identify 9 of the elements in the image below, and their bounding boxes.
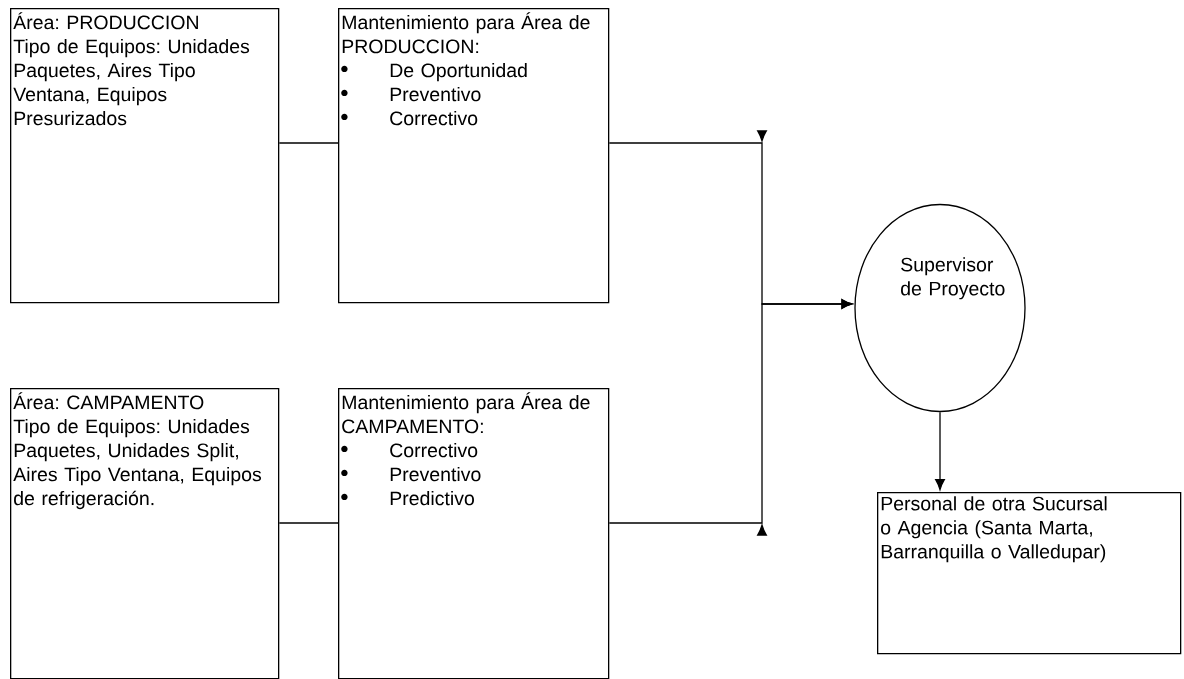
- maintenance-box: Mantenimiento para Área de CAMPAMENTO: Correctivo Preventivo Predictivo: [338, 388, 610, 679]
- area-box: Área: CAMPAMENTO Tipo de Equipos: Unidades Paquetes, Unidades Split, Aires Tipo Ventana, Equipos de refrigeración.: [10, 388, 280, 679]
- arrow: [608, 299, 853, 536]
- connector-line: [278, 142, 339, 144]
- personnel-box: Personal de otra Sucursal o Agencia (Santa Marta, Barranquilla o Valledupar): [877, 492, 1182, 655]
- connector-line: [278, 522, 339, 524]
- maintenance-box: Mantenimiento para Área de PRODUCCION: De Oportunidad Preventivo Correctivo: [338, 8, 610, 304]
- arrow: [935, 411, 945, 491]
- area-box: Área: PRODUCCION Tipo de Equipos: Unidades Paquetes, Aires Tipo Ventana, Equipos Presurizados: [10, 8, 280, 304]
